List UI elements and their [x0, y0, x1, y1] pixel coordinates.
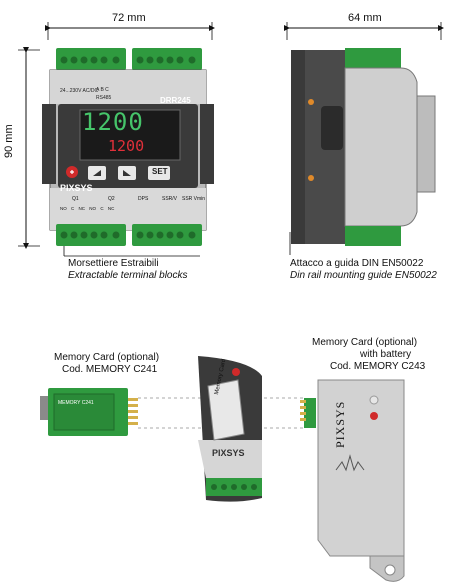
width-dimension: 72 mm [112, 12, 146, 24]
device-side-view [291, 48, 436, 246]
depth-dimension: 64 mm [348, 12, 382, 24]
display-top: 1200 [82, 108, 144, 136]
terminal-letters: A B C [96, 87, 109, 93]
contact-labels: NO C NC NO C NC [60, 206, 115, 211]
dps-label: DPS [138, 196, 149, 202]
memory-card-left-title: Memory Card (optional) [54, 352, 160, 363]
din-label-it: Attacco a guida DIN EN50022 [290, 258, 424, 269]
brand-front: PIXSYS [60, 183, 93, 193]
display-bottom: 1200 [108, 137, 145, 155]
device-front-view [42, 48, 214, 246]
set-key: SET [152, 167, 168, 176]
ssr2-label: SSR Vmin [182, 196, 206, 202]
memory-card-right-subtitle: with battery [360, 349, 412, 360]
din-label: Attacco a guida DIN EN50022 Din rail mou… [290, 258, 437, 282]
relay-q1: Q1 [72, 196, 79, 202]
terminals-label-en: Extractable terminal blocks [68, 270, 188, 281]
ssr-label: SSR/V [162, 196, 178, 202]
terminals-label-it: Morsettiere Estraibili [68, 258, 159, 269]
relay-q2: Q2 [108, 196, 115, 202]
power-label: 24...230V AC/DC [60, 88, 99, 94]
terminals-label: Morsettiere Estraibili Extractable termi… [68, 258, 188, 282]
rs485-label: RS485 [96, 95, 112, 101]
memory-card-left-code: Cod. MEMORY C241 [62, 364, 158, 375]
right-card-brand: PIXSYS [333, 400, 347, 448]
din-label-en: Din rail mounting guide EN50022 [290, 270, 437, 281]
left-card-text: MEMORY C241 [58, 400, 94, 406]
center-brand: PIXSYS [212, 448, 245, 458]
memory-card-right-code: Cod. MEMORY C243 [330, 361, 426, 372]
memory-card-right-title: Memory Card (optional) [312, 337, 418, 348]
model-label: DRR245 [160, 96, 191, 105]
